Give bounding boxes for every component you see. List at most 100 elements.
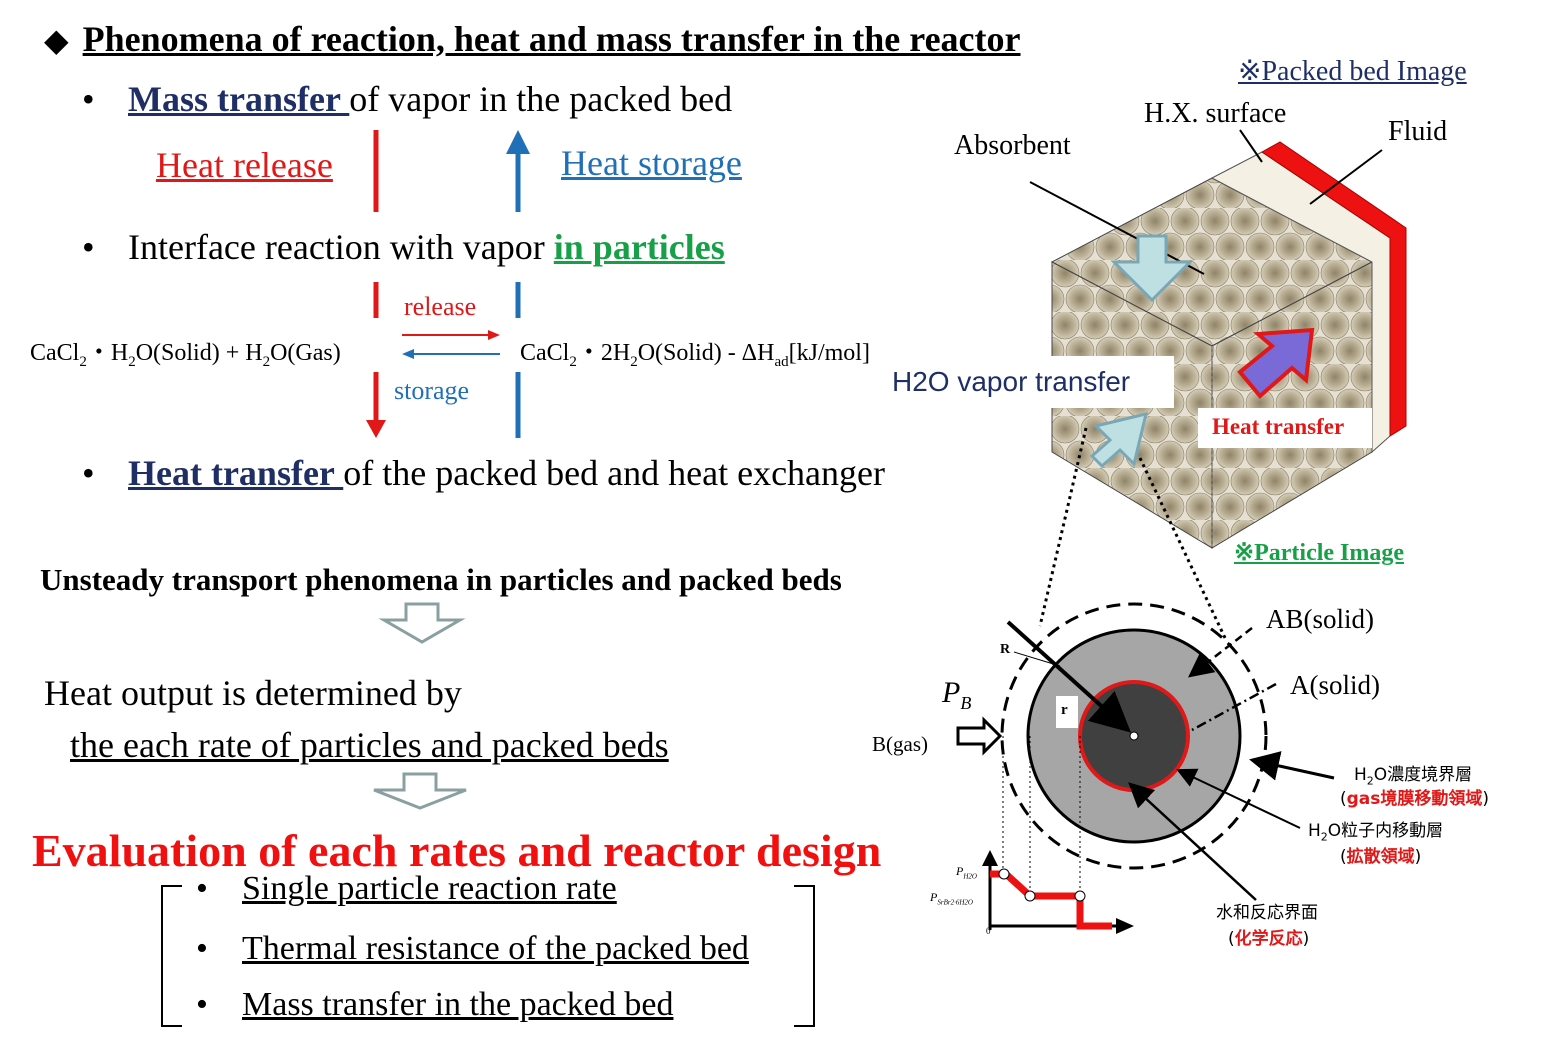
pb-main: P bbox=[942, 676, 961, 709]
interface-reaction-text: Interface reaction with vapor bbox=[128, 227, 554, 267]
rate-item-3-text: Mass transfer in the packed bed bbox=[242, 986, 674, 1023]
a-solid-leader bbox=[1191, 682, 1277, 732]
eq-left-c-sub: 2 bbox=[262, 353, 271, 370]
big-r-label: R bbox=[1000, 642, 1011, 657]
diff-layer-note-text: 拡散領域 bbox=[1346, 847, 1415, 867]
rate-item-1-text: Single particle reaction rate bbox=[242, 870, 617, 907]
eq-right-a-sub: 2 bbox=[569, 353, 577, 370]
page-title: ◆ Phenomena of reaction, heat and mass tr… bbox=[44, 18, 1021, 60]
diff-layer-leader bbox=[1176, 768, 1301, 829]
absorbent-label: Absorbent bbox=[954, 130, 1071, 161]
heat-output-line1: Heat output is determined by bbox=[44, 673, 462, 713]
r-leader bbox=[1013, 651, 1061, 667]
zoom-line-left bbox=[1038, 427, 1088, 627]
interface-note-text: 化学反応 bbox=[1234, 929, 1303, 949]
p-h2o-label: PH2O bbox=[956, 864, 977, 880]
heat-output-line2: the each rate of particles and packed be… bbox=[70, 725, 669, 765]
rate-item-2: • Thermal resistance of the packed bed bbox=[196, 930, 749, 968]
mass-transfer-emphasis: Mass transfer bbox=[128, 79, 350, 119]
bullet-dot-icon: • bbox=[82, 227, 95, 267]
in-particles-emphasis: in particles bbox=[553, 227, 725, 267]
p-eq-main: P bbox=[930, 890, 938, 904]
hx-surface-label: H.X. surface bbox=[1144, 98, 1287, 129]
heat-transfer-emphasis: Heat transfer bbox=[128, 453, 344, 493]
diff-layer-a: H bbox=[1308, 821, 1321, 841]
heat-storage-label: Heat storage bbox=[561, 143, 742, 183]
p-eq-label: PSrBr2·6H2O bbox=[930, 890, 973, 906]
release-label: release bbox=[404, 292, 477, 321]
mass-transfer-text: of vapor in the packed bed bbox=[349, 79, 733, 119]
particle-image bbox=[956, 602, 1335, 901]
diff-layer-sub: 2 bbox=[1320, 830, 1328, 844]
p-h2o-sub: H2O bbox=[963, 872, 977, 881]
r-label-bg bbox=[1056, 696, 1078, 728]
eq-right-d: [kJ/mol] bbox=[788, 340, 870, 366]
bullet-interface-reaction: • Interface reaction with vapor in partic… bbox=[82, 226, 725, 268]
vapor-arrow-up bbox=[1089, 411, 1149, 469]
release-arrowhead bbox=[366, 420, 386, 438]
diamond-bullet-icon: ◆ bbox=[44, 22, 69, 58]
p-h2o-main: P bbox=[956, 864, 964, 878]
eq-right-a: CaCl bbox=[520, 340, 570, 366]
eq-right-c: O(Solid) - ΔH bbox=[637, 340, 775, 366]
page-title-text: Phenomena of reaction, heat and mass tra… bbox=[82, 19, 1021, 59]
vapor-transfer-label: H2O vapor transfer bbox=[892, 366, 1131, 397]
rate-item-2-text: Thermal resistance of the packed bed bbox=[242, 930, 749, 967]
fluid-leader bbox=[1309, 149, 1383, 205]
flow-arrow-2 bbox=[373, 772, 467, 810]
heat-transfer-text: of the packed bed and heat exchanger bbox=[343, 453, 885, 493]
p-eq-sub: SrBr2·6H2O bbox=[937, 898, 973, 907]
pressure-profile-plot bbox=[982, 850, 1134, 934]
eq-left-a-sub: 2 bbox=[79, 353, 87, 370]
b-gas-arrow bbox=[956, 716, 1003, 756]
pressure-profile-line bbox=[990, 870, 1112, 930]
heat-release-label: Heat release bbox=[156, 145, 333, 185]
interface-label: 水和反応界面 bbox=[1216, 903, 1318, 923]
rate-item-1: • Single particle reaction rate bbox=[196, 870, 617, 908]
bullet-heat-transfer: • Heat transfer of the packed bed and hea… bbox=[82, 452, 885, 494]
zoom-line-right bbox=[1138, 457, 1228, 641]
rates-bracket-left bbox=[161, 885, 182, 1027]
forward-reaction-arrowhead bbox=[488, 330, 500, 340]
equation-right: CaCl2・2H2O(Solid) - ΔHad[kJ/mol] bbox=[520, 332, 870, 371]
diff-layer-note: (拡散領域) bbox=[1340, 847, 1422, 867]
bullet-dot-icon: • bbox=[196, 930, 208, 967]
rate-item-3: • Mass transfer in the packed bed bbox=[196, 986, 673, 1024]
bullet-dot-icon: • bbox=[82, 79, 95, 119]
eq-right-c-sub: ad bbox=[774, 353, 789, 370]
pb-label: PB bbox=[942, 676, 971, 714]
unsteady-phenomena-text: Unsteady transport phenomena in particle… bbox=[40, 562, 842, 597]
storage-label: storage bbox=[394, 376, 470, 405]
big-radius-arrow bbox=[1006, 620, 1131, 733]
ab-solid-label: AB(solid) bbox=[1266, 604, 1374, 634]
small-r-label: r bbox=[1061, 702, 1068, 718]
vapor-transfer-label-bg bbox=[1050, 356, 1174, 408]
eq-left-b: ・H bbox=[86, 340, 129, 366]
heat-transfer-arrow bbox=[1237, 327, 1315, 399]
heat-transfer-label: Heat transfer bbox=[1212, 414, 1345, 439]
rates-bracket-right bbox=[794, 885, 815, 1027]
packed-bed-image bbox=[1029, 129, 1407, 549]
diff-layer-label: H2O粒子内移動層 bbox=[1308, 816, 1443, 843]
evaluation-heading: Evaluation of each rates and reactor des… bbox=[32, 825, 882, 876]
pb-sub: B bbox=[960, 693, 972, 713]
diff-layer-b: O粒子内移動層 bbox=[1327, 821, 1444, 841]
conc-layer-note-text: gas境膜移動領域 bbox=[1346, 789, 1483, 809]
eq-left-a: CaCl bbox=[30, 340, 80, 366]
boundary-layer-circle bbox=[1000, 602, 1268, 870]
conc-layer-note: (gas境膜移動領域) bbox=[1340, 789, 1490, 809]
heat-storage-arrowhead bbox=[506, 130, 530, 154]
eq-right-b: ・2H bbox=[576, 340, 631, 366]
bullet-dot-icon: • bbox=[82, 453, 95, 493]
interface-leader bbox=[1128, 782, 1257, 901]
bullet-dot-icon: • bbox=[196, 986, 208, 1023]
vapor-arrow-down bbox=[1110, 234, 1194, 303]
conc-layer-a: H bbox=[1354, 765, 1367, 785]
absorbent-leader bbox=[1029, 181, 1205, 275]
conc-layer-leader bbox=[1249, 751, 1335, 781]
heat-transfer-label-bg bbox=[1198, 408, 1372, 448]
particle-caption: ※Particle Image bbox=[1234, 540, 1405, 566]
bullet-dot-icon: • bbox=[196, 870, 208, 907]
particle-center bbox=[1129, 731, 1139, 741]
b-gas-label: B(gas) bbox=[872, 732, 928, 756]
